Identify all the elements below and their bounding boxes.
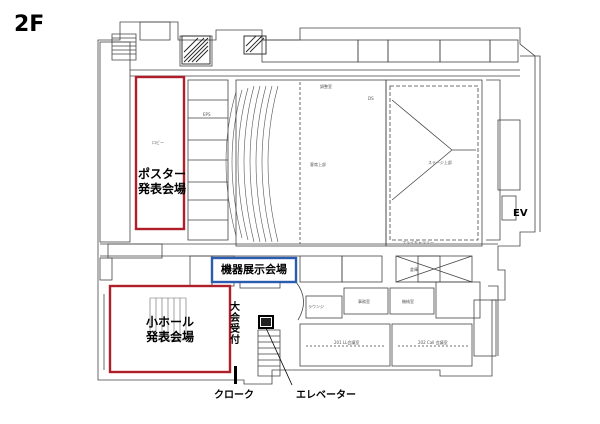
cloak-label: クローク: [214, 390, 254, 401]
floor-label: 2F: [14, 12, 45, 37]
small-hall-area-label: 小ホール 発表会場: [145, 315, 194, 344]
fly-gallery-label: フライギャラリー: [402, 240, 434, 245]
stage-label: ステージ上部: [428, 160, 452, 165]
control-room-label: 調整室: [320, 84, 332, 89]
ds-label: DS: [368, 96, 374, 101]
main-hall-seats: [225, 85, 279, 243]
lounge-label: ラウンジ: [308, 304, 324, 309]
room-201-label: 201 LL会議室: [334, 340, 360, 345]
small-hall-area-box: [108, 284, 232, 374]
storage-label: 倉庫: [410, 267, 418, 272]
elevator-pointer: [265, 327, 293, 386]
lobby-label: ロビー: [152, 140, 164, 145]
reception-label: 大 会 受 付: [230, 302, 240, 346]
small-hall-seats: [149, 297, 187, 341]
ev-label: EV: [513, 208, 528, 219]
main-hall-label: 客席上部: [310, 162, 326, 167]
poster-area-label: ポスター 発表会場: [138, 167, 187, 196]
poster-area-box: [134, 75, 186, 231]
room-202-label: 202 Call 会議室: [418, 340, 448, 345]
office-label: 事務室: [358, 299, 370, 304]
hatched-room: [181, 35, 267, 65]
equipment-area-label: 機器展示会場: [221, 263, 287, 276]
stairs-top-left: [111, 33, 137, 61]
equipment-area-box: [210, 256, 298, 284]
cloak-marker: [234, 366, 237, 384]
eps-label: EPS: [203, 112, 211, 117]
building-outline: [97, 21, 536, 385]
stage-area: [385, 79, 483, 247]
machine-room-label: 機械室: [402, 299, 414, 304]
elevator-label: エレベーター: [296, 390, 356, 401]
